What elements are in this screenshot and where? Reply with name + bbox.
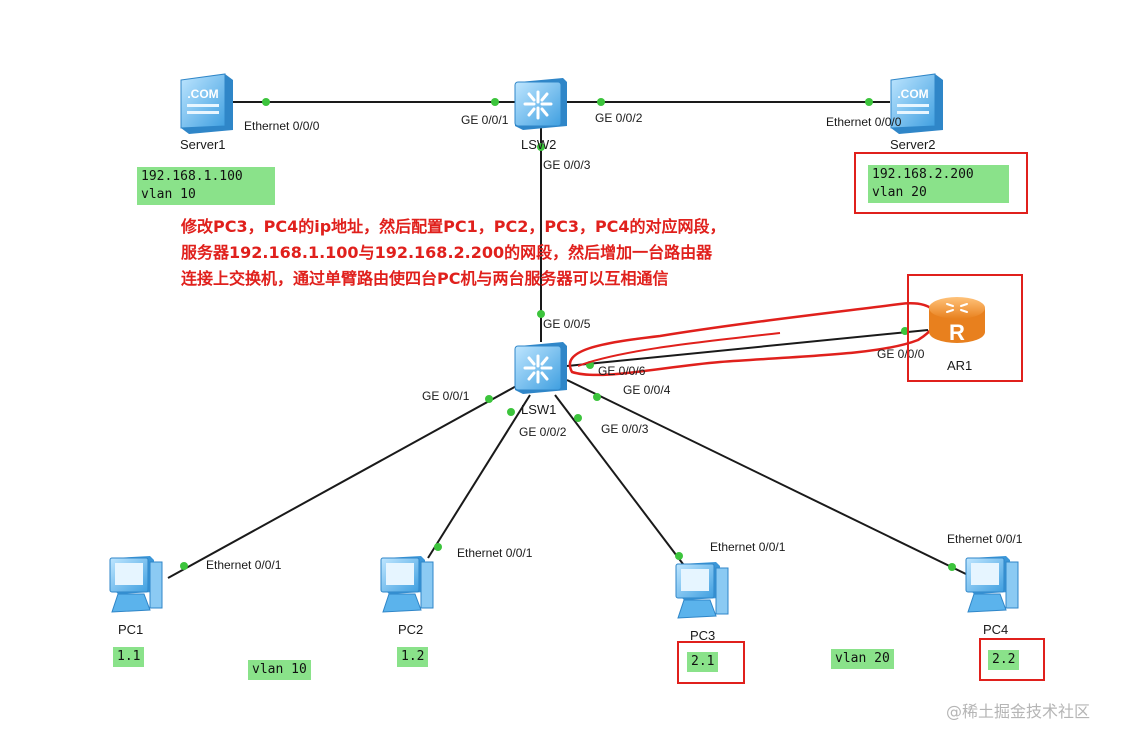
ar1-highlight-box <box>907 274 1023 382</box>
port-label: Ethernet 0/0/0 <box>244 119 320 133</box>
pc2-icon <box>380 556 434 613</box>
port-label: GE 0/0/3 <box>601 422 649 436</box>
instruction-text: 修改PC3，PC4的ip地址，然后配置PC1，PC2，PC3，PC4的对应网段，… <box>181 214 726 292</box>
port-label: GE 0/0/1 <box>461 113 509 127</box>
server2-badge: .COM <box>897 87 928 101</box>
lsw2-icon <box>514 78 567 130</box>
router-icon: R <box>929 297 985 345</box>
instruction-line: 连接上交换机，通过单臂路由使四台PC机与两台服务器可以互相通信 <box>181 269 669 288</box>
lsw1-icon <box>514 342 567 394</box>
port-label: GE 0/0/0 <box>877 347 925 361</box>
link-lsw1-pc4 <box>566 379 969 576</box>
pc3-ip-note: 2.1 <box>687 652 719 672</box>
pc1-ip-note: 1.1 <box>113 647 145 667</box>
port-label: GE 0/0/1 <box>422 389 470 403</box>
port-label: GE 0/0/2 <box>595 111 643 125</box>
lsw1-label: LSW1 <box>521 402 557 417</box>
ar1-label: AR1 <box>947 358 973 373</box>
pc4-highlight-box <box>979 638 1045 681</box>
pc4-ip-note: 2.2 <box>988 650 1020 670</box>
link-lsw1-pc3 <box>554 394 687 569</box>
server1-note: 192.168.1.100 vlan 10 <box>137 167 275 205</box>
lsw2-label: LSW2 <box>521 137 557 152</box>
links <box>167 101 969 579</box>
pc3-label: PC3 <box>690 628 716 643</box>
server2-highlight-box <box>854 152 1028 214</box>
port-label: GE 0/0/2 <box>519 425 567 439</box>
port-label: Ethernet 0/0/1 <box>206 558 282 572</box>
port-label: GE 0/0/6 <box>598 364 646 378</box>
server2-label: Server2 <box>890 137 936 152</box>
pc3-icon <box>675 562 729 619</box>
pc1-label: PC1 <box>118 622 144 637</box>
watermark: @稀土掘金技术社区 <box>946 702 1091 721</box>
port-label: Ethernet 0/0/1 <box>710 540 786 554</box>
port-label: GE 0/0/3 <box>543 158 591 172</box>
port-label: Ethernet 0/0/1 <box>947 532 1023 546</box>
pc2-label: PC2 <box>398 622 424 637</box>
port-dots <box>180 98 956 571</box>
link-lsw1-ar1 <box>566 329 929 367</box>
instruction-line: 服务器192.168.1.100与192.168.2.200的网段，然后增加一台… <box>181 243 713 262</box>
server1-label: Server1 <box>180 137 226 152</box>
instruction-line: 修改PC3，PC4的ip地址，然后配置PC1，PC2，PC3，PC4的对应网段， <box>181 217 726 236</box>
port-label: GE 0/0/4 <box>623 383 671 397</box>
pc1-icon <box>109 556 163 613</box>
server1-badge: .COM <box>187 87 218 101</box>
vlan10-note: vlan 10 <box>248 660 311 680</box>
port-label: Ethernet 0/0/0 <box>826 115 902 129</box>
server2-note: 192.168.2.200 vlan 20 <box>868 165 1009 203</box>
link-lsw1-pc2 <box>427 394 531 559</box>
pc3-highlight-box <box>677 641 745 684</box>
router-badge: R <box>949 320 965 345</box>
server2-icon: .COM <box>890 73 943 134</box>
link-lsw1-pc1 <box>167 383 521 579</box>
pc4-icon <box>965 556 1019 613</box>
port-label: Ethernet 0/0/1 <box>457 546 533 560</box>
vlan20-note: vlan 20 <box>831 649 894 669</box>
port-label: GE 0/0/5 <box>543 317 591 331</box>
pc2-ip-note: 1.2 <box>397 647 429 667</box>
pc4-label: PC4 <box>983 622 1009 637</box>
server1-icon: .COM <box>180 73 233 134</box>
